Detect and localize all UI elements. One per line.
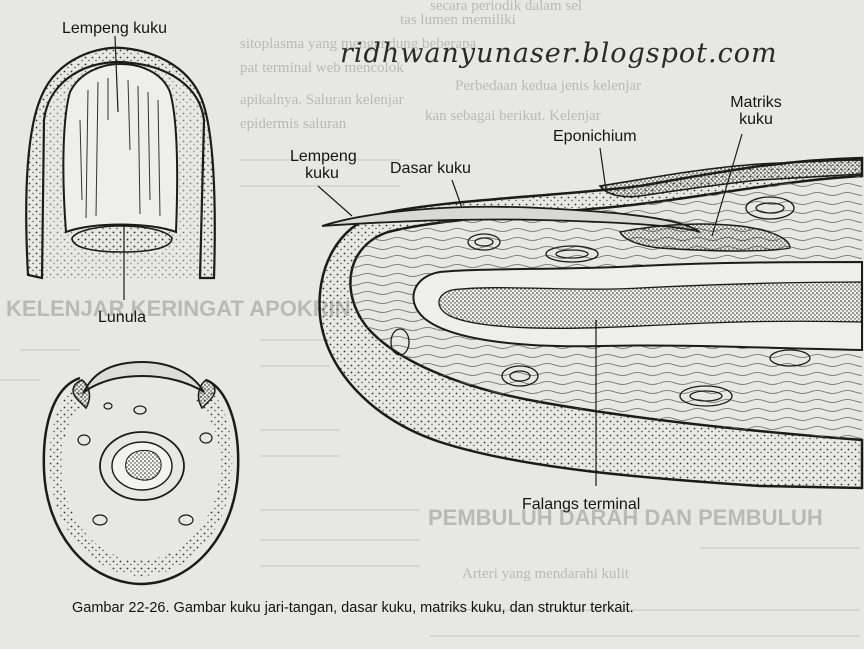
background-heading: KELENJAR KERINGAT APOKRIN <box>6 296 351 321</box>
cross-section-vessels <box>77 402 213 526</box>
finger-dorsal-view <box>25 35 216 300</box>
background-text-line: sitoplasma yang mengandung beberapa <box>240 36 477 52</box>
label-falangs-terminal: Falangs terminal <box>522 496 641 513</box>
background-heading: PEMBULUH DARAH DAN PEMBULUH <box>428 505 823 530</box>
label-matriks-kuku-line-2: kuku <box>739 111 773 128</box>
label-lempeng-kuku-side-line-2: kuku <box>305 165 339 182</box>
background-text-line: pat terminal web mencolok <box>240 60 404 76</box>
label-lempeng-kuku-side-line-1: Lempeng <box>290 148 357 165</box>
background-text-line: epidermis saluran <box>240 116 347 132</box>
finger-longitudinal-section <box>317 133 864 490</box>
leader-line-lempeng-kuku <box>114 35 119 113</box>
nail-matrix-region <box>618 223 791 252</box>
label-matriks-kuku-line-1: Matriks <box>730 94 782 111</box>
label-dasar-kuku: Dasar kuku <box>390 160 471 177</box>
background-text-line: apikalnya. Saluran kelenjar <box>240 92 404 108</box>
terminal-phalanx-marrow <box>438 281 863 329</box>
watermark: ridhwanyunaser.blogspot.com <box>340 38 778 69</box>
background-text-line: Perbedaan kedua jenis kelenjar <box>455 78 641 94</box>
cross-section-skin <box>49 384 233 576</box>
figure-caption: Gambar 22-26. Gambar kuku jari-tangan, d… <box>72 600 634 616</box>
finger-cross-section <box>42 360 240 586</box>
background-text-line: Arteri yang mendarahi kulit <box>462 566 630 582</box>
cross-section-outline <box>42 376 240 586</box>
cross-section-marrow <box>125 449 162 481</box>
label-matriks-kuku: Matriks kuku <box>724 94 788 128</box>
cross-section-periosteum <box>99 431 185 501</box>
label-lunula: Lunula <box>98 309 147 326</box>
cross-section-nail-plate <box>81 360 205 395</box>
label-lempeng-kuku-side: Lempeng kuku <box>290 148 357 182</box>
longitudinal-leader-lines <box>317 133 743 486</box>
label-eponichium: Eponichium <box>553 128 637 145</box>
lunula-shape <box>71 225 173 253</box>
label-lempeng-kuku-top: Lempeng kuku <box>62 20 167 37</box>
background-text-line: tas lumen memiliki <box>400 12 516 28</box>
cross-section-nail-fold-left <box>72 379 91 410</box>
background-text-line: secara periodik dalam sel <box>430 0 582 14</box>
longitudinal-vessels <box>390 196 811 407</box>
background-text-line: kan sebagai berikut. Kelenjar <box>425 108 601 124</box>
background-print: tas lumen memiliki sitoplasma yang menga… <box>0 0 860 637</box>
cross-section-nail-fold-right <box>197 379 216 410</box>
nail-plate-striations <box>79 78 161 219</box>
eponychium-fold <box>598 159 863 198</box>
